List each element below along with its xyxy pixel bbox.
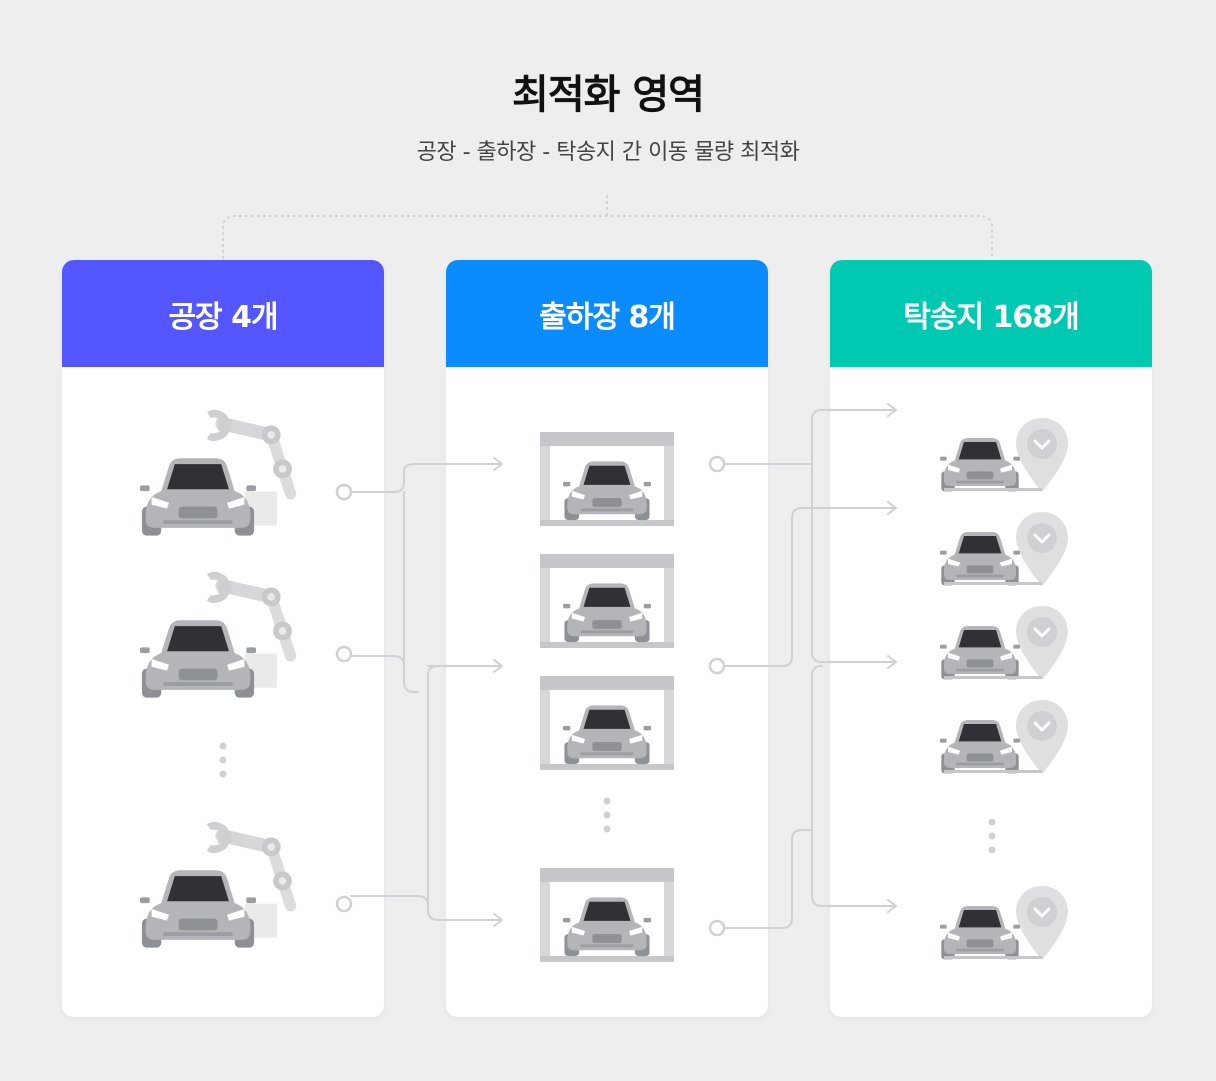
destination-ellipsis (988, 846, 996, 854)
destination-card-header: 탁송지 168개 (830, 260, 1152, 367)
destination-ground-line (944, 488, 1042, 491)
top-bracket-line (222, 215, 993, 259)
destination-car-icon (940, 532, 1020, 586)
destination-car-icon (940, 626, 1020, 680)
factory-car-icon (140, 458, 256, 536)
shipping-yard-output-node (708, 455, 726, 473)
arrow-head (887, 655, 897, 669)
shipping-yard-ellipsis (603, 825, 611, 833)
factory-output-node (335, 483, 353, 501)
factory-to-yard-line (350, 463, 501, 493)
yard-to-destination-line (811, 409, 895, 421)
shipping-yard-card-title: 출하장 8개 (539, 299, 676, 335)
factory-branch-line (427, 665, 439, 677)
factory-output-node (335, 895, 353, 913)
destination-ground-line (944, 582, 1042, 585)
yard-branch-line (811, 665, 823, 677)
shipping-yard-ellipsis (603, 811, 611, 819)
destination-car-icon (940, 720, 1020, 774)
yard-to-destination-line (723, 829, 813, 929)
factory-card-header: 공장 4개 (62, 260, 384, 367)
arrow-head (493, 913, 503, 927)
shipping-yard-output-node (708, 919, 726, 937)
destination-ground-line (944, 676, 1042, 679)
destination-car-icon (940, 906, 1020, 960)
factory-ellipsis (219, 770, 227, 778)
arrow-head (493, 457, 503, 471)
factory-car-icon (140, 870, 256, 948)
arrow-head (887, 501, 897, 515)
arrow-head (887, 403, 897, 417)
icon-layer (140, 410, 1070, 962)
factory-ellipsis (219, 742, 227, 750)
connector-lines (222, 195, 993, 937)
yard-trunk-line (811, 419, 895, 663)
destination-car-icon (940, 438, 1020, 492)
page-subtitle: 공장 - 출하장 - 탁송지 간 이동 물량 최적화 (416, 140, 800, 165)
yard-trunk-line (811, 675, 895, 907)
factory-to-yard-line (350, 895, 501, 921)
destination-ground-line (944, 770, 1042, 773)
factory-to-yard-line (350, 655, 419, 693)
location-pin-icon (1014, 510, 1070, 588)
destination-ground-line (944, 956, 1042, 959)
destination-ellipsis (988, 832, 996, 840)
arrow-head (887, 899, 897, 913)
location-pin-icon (1014, 698, 1070, 776)
destination-card-title: 탁송지 168개 (903, 299, 1079, 335)
page-title: 최적화 영역 (512, 72, 705, 118)
location-pin-icon (1014, 884, 1070, 962)
shipping-yard-ellipsis (603, 797, 611, 805)
location-pin-icon (1014, 604, 1070, 682)
factory-output-node (335, 645, 353, 663)
yard-to-destination-line (723, 507, 895, 667)
shipping-yard-card-header: 출하장 8개 (446, 260, 768, 367)
arrow-head (493, 659, 503, 673)
factory-ellipsis (219, 756, 227, 764)
factory-car-icon (140, 620, 256, 698)
destination-ellipsis (988, 818, 996, 826)
location-pin-icon (1014, 416, 1070, 494)
factory-card-title: 공장 4개 (168, 299, 278, 335)
shipping-yard-output-node (708, 657, 726, 675)
